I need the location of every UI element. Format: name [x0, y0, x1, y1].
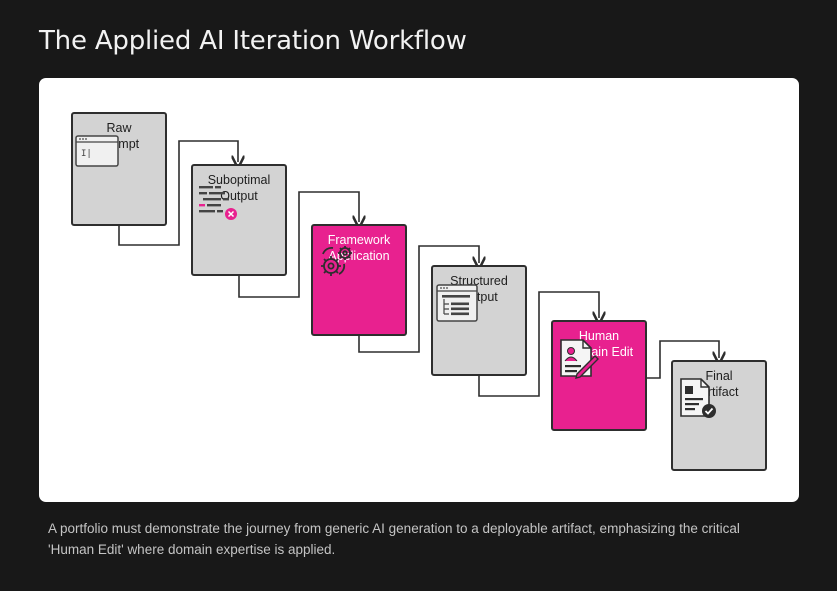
step-label: Suboptimal Output — [207, 173, 271, 203]
step-human-domain-edit: Human Domain Edit — [551, 320, 647, 431]
connector-layer — [118, 140, 799, 397]
connector-2-3 — [238, 191, 359, 298]
step-raw-prompt: I| Raw Prompt — [71, 112, 167, 226]
connector-4-5 — [478, 291, 599, 397]
approved-document-icon — [680, 378, 716, 418]
gears-icon — [321, 246, 352, 276]
step-suboptimal-output: Suboptimal Output — [191, 164, 287, 276]
error-text-icon — [199, 186, 237, 220]
step-final-artifact: Final Artifact — [671, 360, 767, 471]
svg-text:I|: I| — [81, 149, 92, 159]
workflow-diagram: I| Raw Prompt Suboptimal Output — [39, 78, 799, 502]
connector-3-4 — [358, 245, 479, 353]
connector-1-2 — [118, 140, 238, 246]
connector-5-6 — [647, 340, 719, 379]
structured-window-icon — [436, 284, 478, 322]
step-framework-application: Framework Application — [311, 224, 407, 336]
prompt-window-icon: I| — [75, 135, 119, 167]
diagram-caption: A portfolio must demonstrate the journey… — [48, 521, 740, 557]
step-structured-output: Structured Output — [431, 265, 527, 376]
page-title: The Applied AI Iteration Workflow — [39, 26, 467, 56]
document-edit-icon — [560, 339, 599, 379]
